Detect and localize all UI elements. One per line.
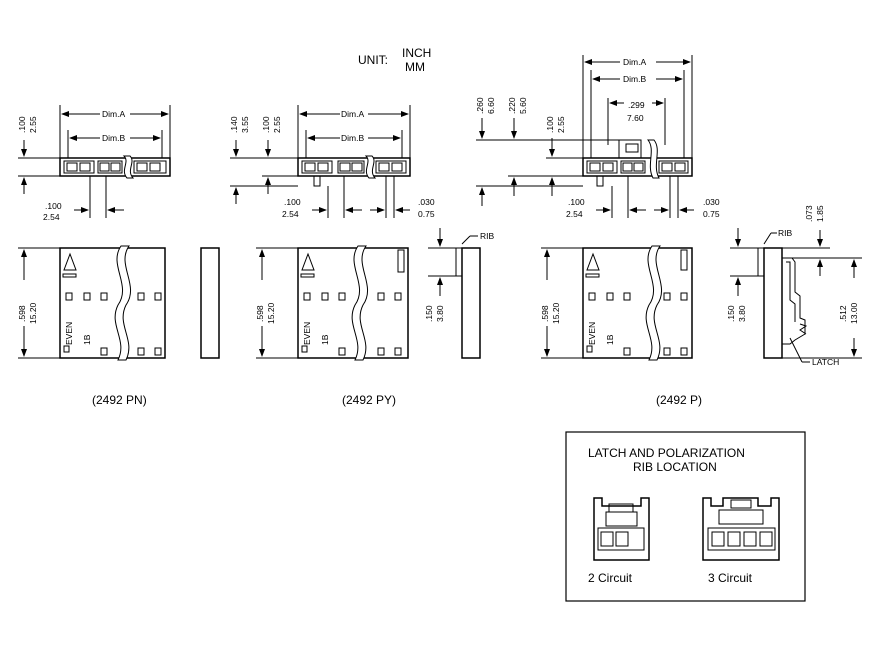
p-pitch-in: .100 [568,197,585,207]
py-pitch-in: .100 [284,197,301,207]
p-150-mm: 3.80 [737,305,747,322]
py-598-mm: 15.20 [266,302,276,324]
py-150-in: .150 [424,305,434,322]
p-260-mm: 6.60 [486,97,496,114]
pn-top-view: Dim.A Dim.B .100 2.55 .100 2.54 [17,105,171,222]
two-circuit-label: 2 Circuit [588,571,633,585]
py-top-view: Dim.A Dim.B .140 3.55 .100 2.55 .100 [229,105,435,219]
py-rib-label: RIB [480,231,495,241]
p-073-in: .073 [804,205,814,222]
unit-legend: UNIT: INCH MM [358,46,431,74]
pn-side-view [200,247,220,359]
unit-inch: INCH [402,46,431,60]
three-circuit-figure: 3 Circuit [702,497,780,585]
unit-mm: MM [405,60,425,74]
p-100-in: .100 [545,116,555,133]
p-marking-1b: 1B [605,334,615,345]
p-marking-even: EVEN [587,322,597,345]
caption-py: (2492 PY) [342,393,396,407]
p-030-in: .030 [703,197,720,207]
pn-marking-1b: 1B [82,334,92,345]
py-100-in: .100 [261,116,271,133]
p-260-in: .260 [475,97,485,114]
p-front-view: EVEN 1B .598 15.20 (2492 P) [540,245,702,407]
p-299-mm: 7.60 [627,113,644,123]
pn-pitch-mm: 2.54 [43,212,60,222]
three-circuit-label: 3 Circuit [708,571,753,585]
pn-598-in: .598 [17,305,27,322]
py-side-view: RIB .150 3.80 [424,228,495,359]
p-dim-b: Dim.B [623,74,646,84]
py-dim-a: Dim.A [341,109,364,119]
p-598-in: .598 [540,305,550,322]
inset-title-line2: RIB LOCATION [633,460,717,474]
p-top-view: Dim.A Dim.B .299 7.60 .260 6.60 [475,55,720,219]
py-front-view: EVEN 1B .598 15.20 (2492 PY) [255,245,409,407]
py-030-in: .030 [418,197,435,207]
py-598-in: .598 [255,305,265,322]
pn-pitch-in: .100 [45,201,62,211]
py-100-mm: 2.55 [272,116,282,133]
pn-front-view: EVEN 1B .598 15.20 (2492 PN) [17,245,166,407]
caption-pn: (2492 PN) [92,393,147,407]
p-rib-label: RIB [778,228,793,238]
p-side-view: RIB LATCH .150 3.80 .073 1.85 .512 13.00 [726,205,862,367]
p-512-mm: 13.00 [849,302,859,324]
pn-height-in: .100 [17,116,27,133]
pn-marking-even: EVEN [64,322,74,345]
py-150-mm: 3.80 [435,305,445,322]
p-100-mm: 2.55 [556,116,566,133]
py-140-mm: 3.55 [240,116,250,133]
p-598-mm: 15.20 [551,302,561,324]
p-073-mm: 1.85 [815,205,825,222]
p-dim-a: Dim.A [623,57,646,67]
p-latch-label: LATCH [812,357,839,367]
pn-598-mm: 15.20 [28,302,38,324]
p-299-in: .299 [628,100,645,110]
py-marking-1b: 1B [320,334,330,345]
inset-title-line1: LATCH AND POLARIZATION [588,446,745,460]
py-dim-b: Dim.B [341,133,364,143]
py-030-mm: 0.75 [418,209,435,219]
pn-dim-a: Dim.A [102,109,125,119]
caption-p: (2492 P) [656,393,702,407]
p-pitch-mm: 2.54 [566,209,583,219]
py-pitch-mm: 2.54 [282,209,299,219]
pn-height-mm: 2.55 [28,116,38,133]
unit-label: UNIT: [358,53,388,67]
pn-dim-b: Dim.B [102,133,125,143]
p-220-mm: 5.60 [518,97,528,114]
p-150-in: .150 [726,305,736,322]
py-140-in: .140 [229,116,239,133]
p-220-in: .220 [507,97,517,114]
py-marking-even: EVEN [302,322,312,345]
latch-rib-inset: LATCH AND POLARIZATION RIB LOCATION 2 Ci… [565,431,806,602]
two-circuit-figure: 2 Circuit [588,497,650,585]
p-030-mm: 0.75 [703,209,720,219]
p-512-in: .512 [838,305,848,322]
